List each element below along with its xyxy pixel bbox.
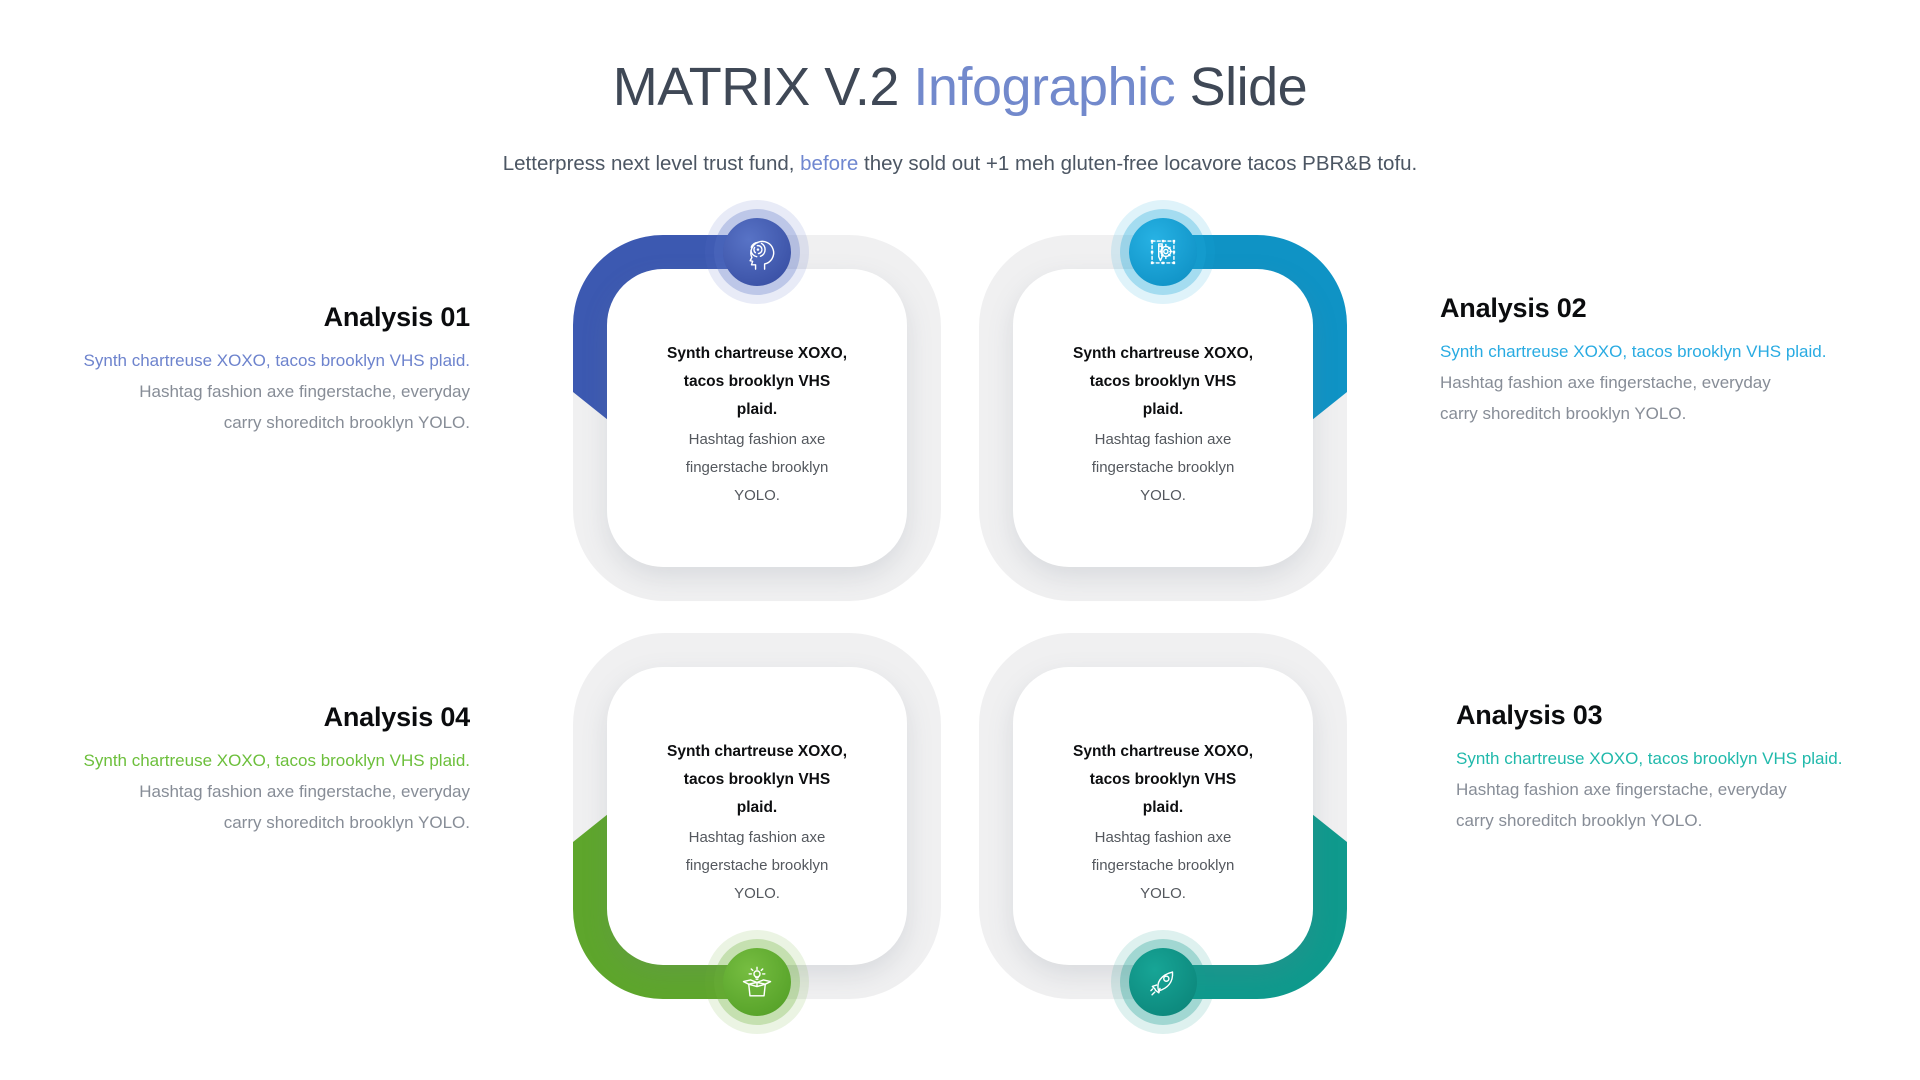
body-text: Hashtag fashion axe fingerstache, everyd… — [1456, 780, 1787, 830]
card-panel: Synth chartreuse XOXO, tacos brooklyn VH… — [607, 667, 907, 965]
icon-badge — [1129, 218, 1197, 286]
page-title: MATRIX V.2 Infographic Slide — [0, 56, 1920, 118]
body-text: Hashtag fashion axe fingerstache, everyd… — [139, 382, 470, 432]
card-analysis-01: Synth chartreuse XOXO, tacos brooklyn VH… — [573, 218, 941, 601]
subtitle-accent: before — [800, 152, 859, 175]
card-body: Hashtag fashion axe fingerstache brookly… — [1091, 829, 1235, 902]
analysis-02-block: Analysis 02 Synth chartreuse XOXO, tacos… — [1440, 293, 1864, 429]
accent-sentence: Synth chartreuse XOXO, tacos brooklyn VH… — [1456, 749, 1843, 768]
pencil-gear-icon — [1150, 239, 1176, 265]
analysis-01-heading: Analysis 01 — [323, 302, 471, 332]
accent-sentence: Synth chartreuse XOXO, tacos brooklyn VH… — [83, 351, 470, 370]
analysis-02-heading: Analysis 02 — [1440, 293, 1587, 323]
analysis-04-block: Analysis 04 Synth chartreuse XOXO, tacos… — [46, 702, 471, 838]
card-title: Synth chartreuse XOXO, tacos brooklyn VH… — [666, 743, 848, 816]
title-accent: Infographic — [913, 57, 1176, 117]
rocket-icon — [1150, 971, 1174, 996]
card-analysis-02: Synth chartreuse XOXO, tacos brooklyn VH… — [979, 218, 1347, 601]
analysis-04-text: Synth chartreuse XOXO, tacos brooklyn VH… — [46, 745, 470, 838]
icon-badge — [723, 948, 791, 1016]
analysis-01-text: Synth chartreuse XOXO, tacos brooklyn VH… — [46, 345, 470, 438]
body-text: Hashtag fashion axe fingerstache, everyd… — [1440, 373, 1771, 423]
title-text-left: MATRIX V.2 — [612, 57, 914, 117]
title-text-right: Slide — [1175, 57, 1308, 117]
head-maze-icon — [749, 240, 775, 270]
card-analysis-04: Synth chartreuse XOXO, tacos brooklyn VH… — [573, 633, 941, 1016]
body-text: Hashtag fashion axe fingerstache, everyd… — [139, 782, 470, 832]
analysis-03-block: Analysis 03 Synth chartreuse XOXO, tacos… — [1456, 700, 1880, 836]
card-analysis-03: Synth chartreuse XOXO, tacos brooklyn VH… — [979, 633, 1347, 1016]
corner-band — [573, 814, 757, 999]
card-body: Hashtag fashion axe fingerstache brookly… — [1091, 431, 1235, 504]
card-panel: Synth chartreuse XOXO, tacos brooklyn VH… — [1013, 667, 1313, 965]
idea-box-icon — [742, 966, 772, 997]
analysis-04-heading: Analysis 04 — [323, 702, 471, 732]
card-title: Synth chartreuse XOXO, tacos brooklyn VH… — [1072, 743, 1254, 816]
card-title: Synth chartreuse XOXO, tacos brooklyn VH… — [1072, 345, 1254, 418]
card-body: Hashtag fashion axe fingerstache brookly… — [685, 829, 829, 902]
accent-sentence: Synth chartreuse XOXO, tacos brooklyn VH… — [83, 751, 470, 770]
card-body: Hashtag fashion axe fingerstache brookly… — [685, 431, 829, 504]
analysis-03-heading: Analysis 03 — [1456, 700, 1603, 730]
subtitle-text-right: they sold out +1 meh gluten-free locavor… — [858, 152, 1418, 175]
corner-band — [1163, 814, 1347, 999]
accent-sentence: Synth chartreuse XOXO, tacos brooklyn VH… — [1440, 342, 1827, 361]
slide-subtitle: Letterpress next level trust fund, befor… — [0, 152, 1920, 176]
card-panel: Synth chartreuse XOXO, tacos brooklyn VH… — [607, 269, 907, 567]
corner-band — [1163, 235, 1347, 420]
analysis-02-text: Synth chartreuse XOXO, tacos brooklyn VH… — [1440, 336, 1864, 429]
card-panel: Synth chartreuse XOXO, tacos brooklyn VH… — [1013, 269, 1313, 567]
icon-badge — [1129, 948, 1197, 1016]
card-title: Synth chartreuse XOXO, tacos brooklyn VH… — [666, 345, 848, 418]
analysis-01-block: Analysis 01 Synth chartreuse XOXO, tacos… — [46, 302, 471, 438]
analysis-03-text: Synth chartreuse XOXO, tacos brooklyn VH… — [1456, 743, 1880, 836]
subtitle-text-left: Letterpress next level trust fund, — [502, 152, 801, 175]
icon-badge — [723, 218, 791, 286]
corner-band — [573, 235, 757, 420]
